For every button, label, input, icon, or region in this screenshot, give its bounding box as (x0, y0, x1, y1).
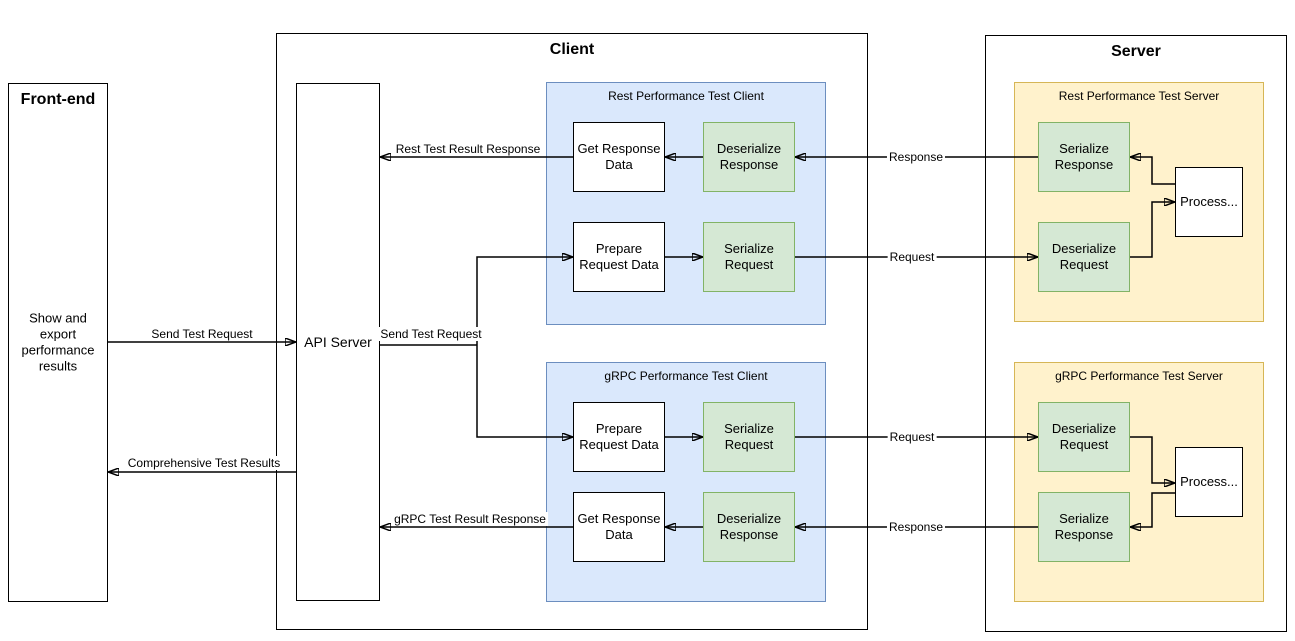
grpc-client-deserialize-response-node: Deserialize Response (703, 492, 795, 562)
rest-client-serialize-request-node: Serialize Request (703, 222, 795, 292)
server-title: Server (1111, 43, 1161, 60)
frontend-title: Front-end (20, 91, 96, 108)
label-grpc-response: Response (886, 520, 946, 534)
label-send-test-request-frontend: Send Test Request (149, 327, 255, 341)
grpc-client-get-response-node: Get Response Data (573, 492, 665, 562)
grpc-server-deserialize-request-node: Deserialize Request (1038, 402, 1130, 472)
grpc-server-group-title: gRPC Performance Test Server (1055, 369, 1223, 383)
label-rest-request: Request (887, 250, 937, 264)
rest-client-prepare-request-node: Prepare Request Data (573, 222, 665, 292)
frontend-description: Show and export performance results (21, 310, 95, 374)
rest-client-deserialize-response-node: Deserialize Response (703, 122, 795, 192)
grpc-server-serialize-response-node: Serialize Response (1038, 492, 1130, 562)
label-rest-response: Response (886, 150, 946, 164)
rest-server-process-node: Process... (1175, 167, 1243, 237)
rest-server-deserialize-request-node: Deserialize Request (1038, 222, 1130, 292)
label-send-test-request-api: Send Test Request (378, 327, 484, 341)
label-comprehensive-test-results: Comprehensive Test Results (125, 456, 283, 470)
label-grpc-request: Request (887, 430, 937, 444)
rest-server-group-title: Rest Performance Test Server (1058, 89, 1220, 103)
grpc-server-process-node: Process... (1175, 447, 1243, 517)
label-rest-test-result-response: Rest Test Result Response (393, 142, 543, 156)
grpc-client-group-title: gRPC Performance Test Client (604, 369, 768, 383)
rest-client-get-response-node: Get Response Data (573, 122, 665, 192)
grpc-client-group: gRPC Performance Test Client (546, 362, 826, 602)
label-grpc-test-result-response: gRPC Test Result Response (392, 512, 548, 526)
rest-client-group-title: Rest Performance Test Client (608, 89, 764, 103)
frontend-box: Front-end Show and export performance re… (8, 83, 108, 602)
rest-server-serialize-response-node: Serialize Response (1038, 122, 1130, 192)
grpc-client-serialize-request-node: Serialize Request (703, 402, 795, 472)
client-title: Client (549, 41, 595, 58)
grpc-client-prepare-request-node: Prepare Request Data (573, 402, 665, 472)
api-server-node: API Server (296, 83, 380, 601)
